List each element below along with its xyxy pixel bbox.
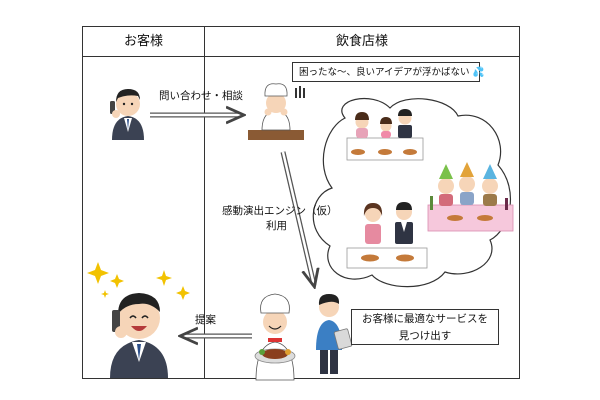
chef-with-steak-icon — [254, 293, 296, 381]
birthday-party-icon — [427, 162, 514, 232]
callout-line1: お客様に最適なサービスを — [362, 313, 488, 325]
family-dining-icon — [346, 109, 424, 161]
optimal-service-callout: お客様に最適なサービスを 見つけ出す — [351, 309, 499, 345]
restaurant-column-header: 飲食店様 — [335, 34, 388, 49]
callout-line2: 見つけ出す — [398, 330, 452, 342]
sweat-drop-icon: 💦 — [472, 67, 485, 78]
engine-label-line2: 利用 — [266, 220, 287, 232]
engine-arrow — [280, 151, 314, 285]
inquiry-label: 問い合わせ・相談 — [159, 90, 243, 102]
engine-label-line1: 感動演出エンジン（仮） — [222, 205, 338, 217]
customer-column-header: お客様 — [123, 34, 163, 49]
flow-table: お客様 飲食店様 — [82, 26, 520, 379]
couple-dining-icon — [346, 202, 428, 269]
customer-on-phone-icon — [110, 89, 144, 140]
column-divider — [204, 27, 205, 378]
staff-with-tablet-icon — [316, 294, 353, 374]
chef-speech-bubble: 困ったな〜、良いアイデアが浮かばない 💦 — [292, 62, 484, 82]
speech-bubble-text: 困ったな〜、良いアイデアが浮かばない — [299, 67, 470, 78]
sparkle-icon — [87, 262, 190, 300]
header-divider — [83, 56, 519, 57]
proposal-label: 提案 — [195, 314, 216, 326]
worried-chef-icon — [248, 83, 305, 140]
happy-customer-on-phone-icon — [110, 293, 168, 378]
